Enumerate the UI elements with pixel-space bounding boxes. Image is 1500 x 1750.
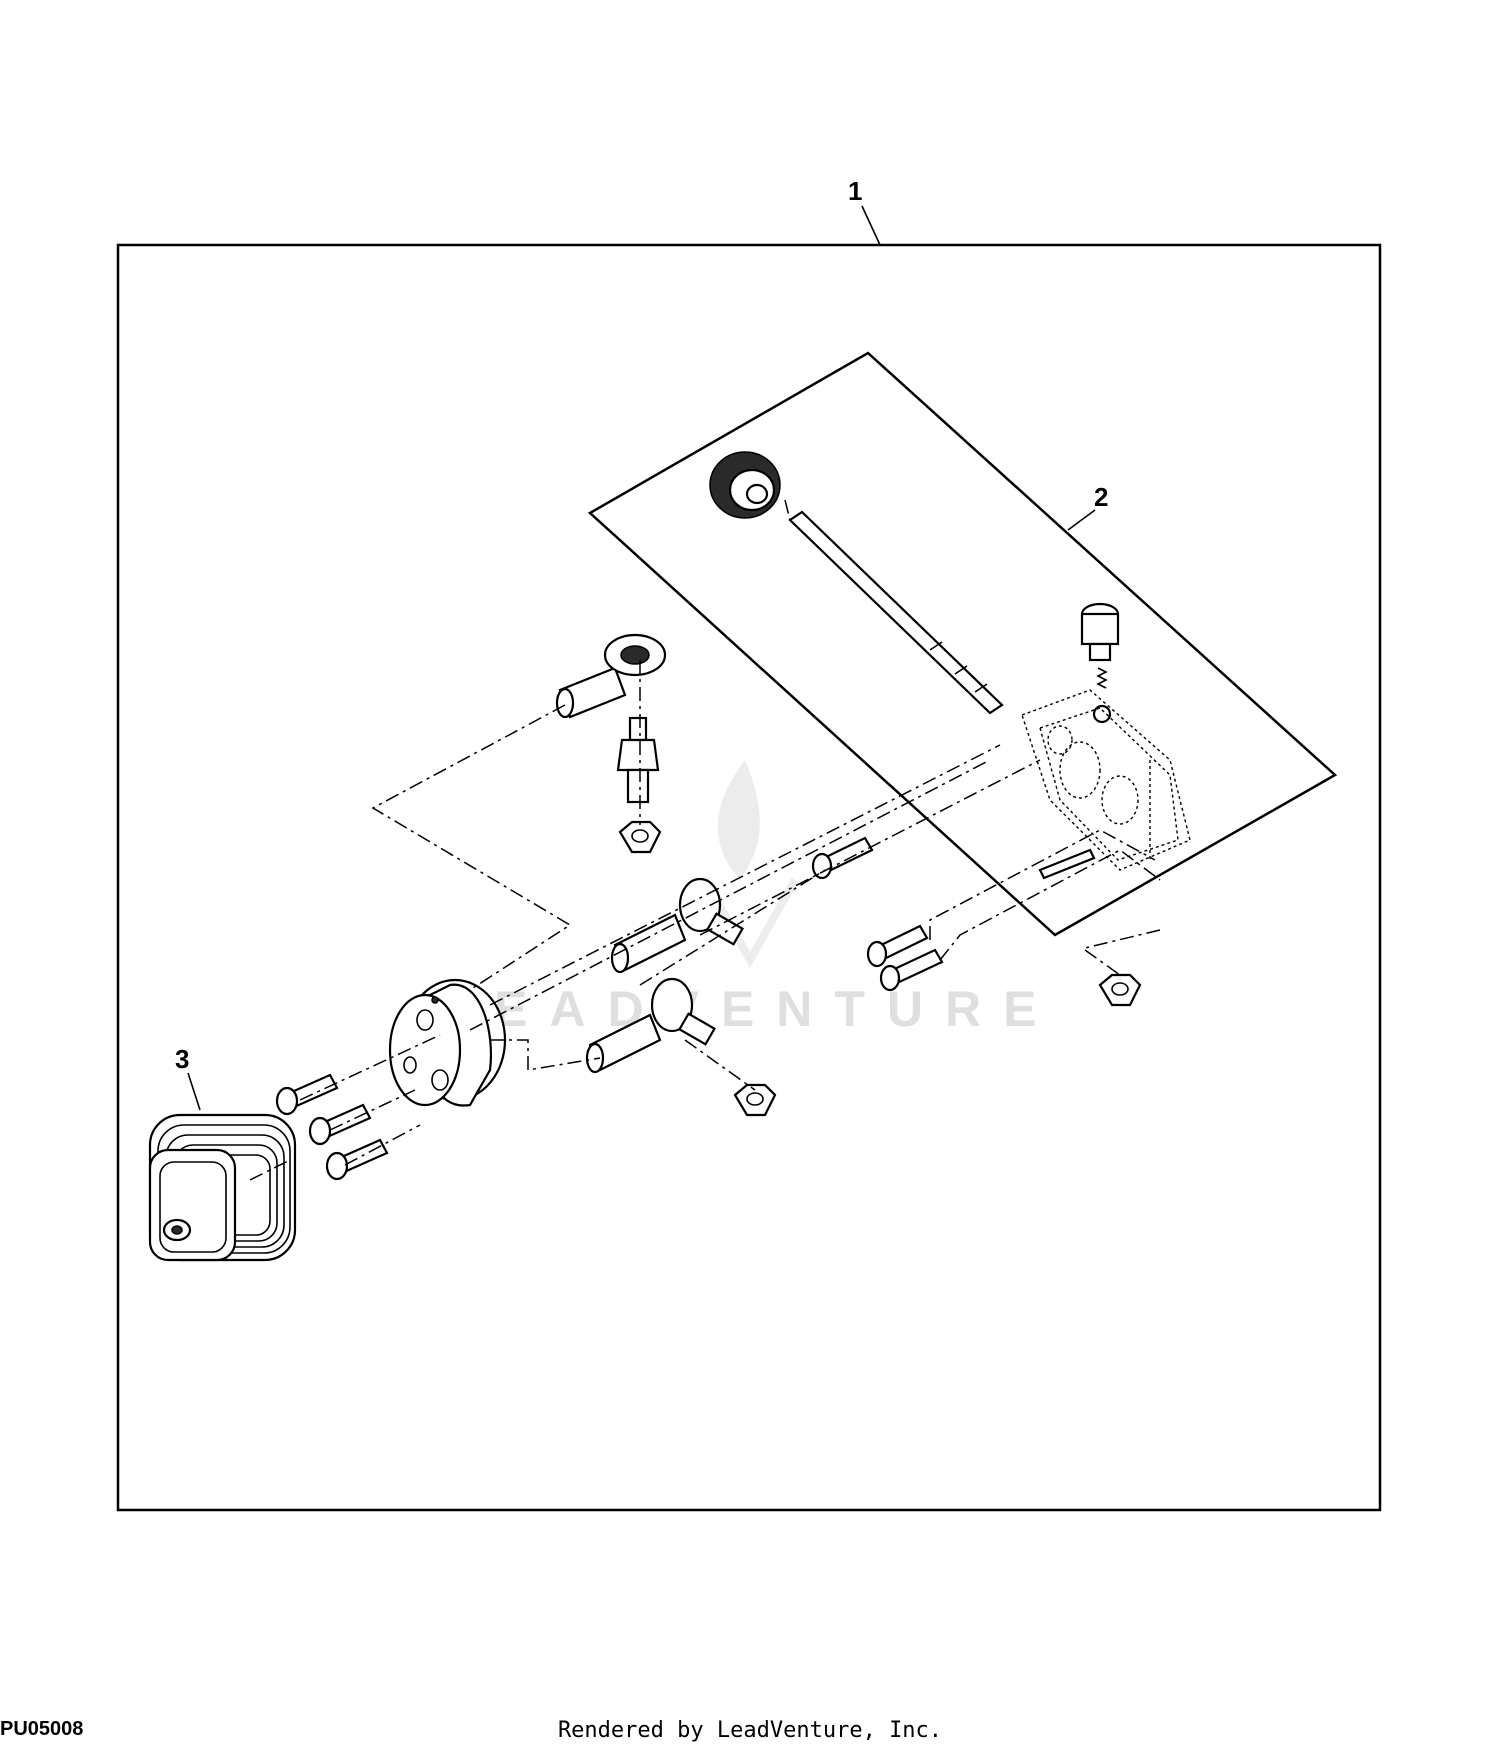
hex-nut-upper — [618, 820, 662, 854]
rod-end-lower — [585, 977, 716, 1074]
cap-screw-middle-a — [866, 924, 929, 968]
cap-screw-left-a — [275, 1073, 339, 1116]
pump-shaft — [788, 510, 1004, 715]
figure-code: PU05008 — [0, 1718, 84, 1740]
alignment-lines — [249, 499, 1161, 1181]
hex-nut-right — [1098, 973, 1142, 1007]
footer-credit: Rendered by LeadVenture, Inc. — [557, 1718, 943, 1743]
callout-leader-pump-kit — [1067, 509, 1096, 531]
pump-kit-panel — [587, 351, 1338, 937]
pump-spring — [1096, 667, 1108, 689]
kit-outline-box — [116, 243, 1382, 1512]
control-boot — [148, 1113, 297, 1262]
watermark: LEADVENTURE — [441, 981, 1059, 1037]
hex-nut-lower — [733, 1083, 777, 1117]
adjusting-stud — [616, 716, 660, 804]
mounting-disc — [388, 978, 507, 1107]
cap-screw-middle-b — [879, 948, 944, 992]
knurled-knob — [709, 451, 781, 519]
callout-2: 2 — [1094, 482, 1109, 512]
callout-leader-kit — [861, 205, 881, 246]
rod-end-middle — [610, 877, 744, 974]
pump-cap-screw — [1080, 602, 1120, 662]
pump-check-ball — [1092, 704, 1112, 724]
callout-3: 3 — [175, 1044, 190, 1074]
pump-housing — [1021, 689, 1191, 871]
callout-1: 1 — [848, 176, 863, 206]
cap-screw-left-c — [325, 1138, 389, 1181]
callout-leader-boot — [187, 1072, 201, 1111]
cap-screw-middle-upper — [811, 836, 874, 880]
pump-dowel-pin — [1038, 848, 1096, 880]
rod-end-upper — [555, 633, 667, 719]
